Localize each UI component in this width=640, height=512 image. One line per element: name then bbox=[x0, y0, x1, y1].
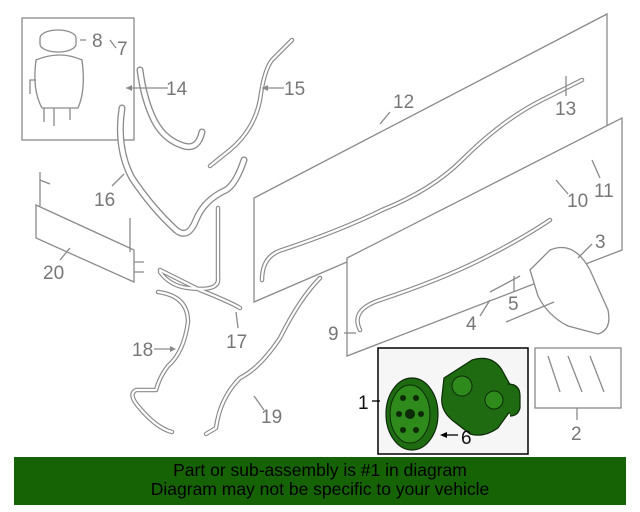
callout-14[interactable]: 14 bbox=[166, 79, 188, 100]
callout-19[interactable]: 19 bbox=[261, 407, 282, 428]
return-hose-panel bbox=[346, 116, 623, 357]
callout-13[interactable]: 13 bbox=[555, 99, 576, 120]
callout-10[interactable]: 10 bbox=[567, 191, 588, 212]
callout-1[interactable]: 1 bbox=[358, 393, 369, 414]
callout-9[interactable]: 9 bbox=[328, 324, 339, 345]
callout-16[interactable]: 16 bbox=[94, 190, 115, 211]
notice-banner: Part or sub-assembly is #1 in diagram Di… bbox=[14, 457, 626, 505]
notice-line-2: Diagram may not be specific to your vehi… bbox=[150, 479, 490, 499]
callout-8[interactable]: 8 bbox=[92, 31, 103, 52]
callout-2[interactable]: 2 bbox=[571, 424, 582, 445]
notice-line-1: Part or sub-assembly is #1 in diagram bbox=[173, 460, 467, 480]
callout-12[interactable]: 12 bbox=[393, 92, 414, 113]
bracket[interactable] bbox=[529, 246, 610, 335]
callout-15[interactable]: 15 bbox=[284, 79, 305, 100]
reservoir-group[interactable] bbox=[21, 17, 135, 141]
power-steering-pump-assembly[interactable] bbox=[377, 347, 529, 455]
callout-5[interactable]: 5 bbox=[508, 294, 519, 315]
callout-20[interactable]: 20 bbox=[43, 263, 64, 284]
callout-7[interactable]: 7 bbox=[117, 39, 128, 60]
callout-3[interactable]: 3 bbox=[595, 232, 606, 253]
cooler-group[interactable] bbox=[35, 172, 144, 284]
callout-6[interactable]: 6 bbox=[461, 428, 472, 449]
leader-lines bbox=[59, 76, 601, 438]
callout-11[interactable]: 11 bbox=[594, 181, 614, 202]
callout-17[interactable]: 17 bbox=[226, 332, 247, 353]
callout-4[interactable]: 4 bbox=[466, 314, 477, 335]
callout-18[interactable]: 18 bbox=[132, 340, 153, 361]
